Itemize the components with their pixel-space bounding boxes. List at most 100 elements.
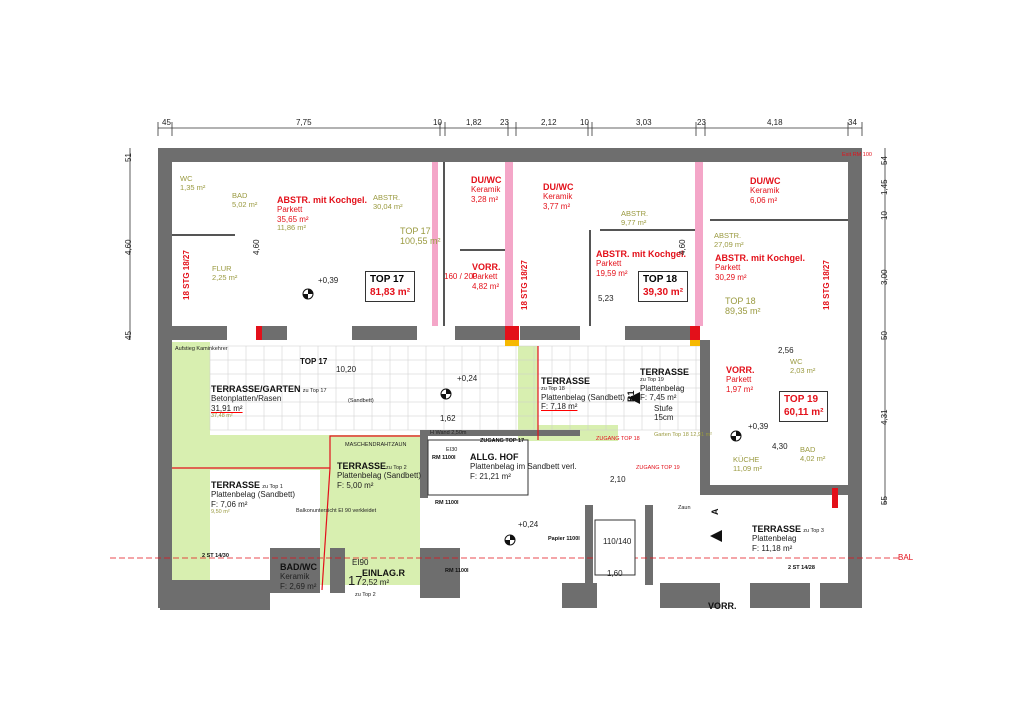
section-a-arrow [710,530,722,542]
dim-right: 4,31 [880,409,889,425]
room-abstr: ABSTR.9,77 m² [621,209,649,227]
bin-label: RM 1100l [435,500,459,506]
lift-shaft [594,519,636,576]
paper-bin-label: Papier 1100l [548,536,580,542]
property-lines [172,346,539,591]
dim-top: 1,82 [466,118,482,127]
dim-top: 23 [697,118,706,127]
room-abstr: ABSTR.27,09 m² [714,231,744,249]
dim-right: 55 [880,496,889,505]
top-dimension-ticks [157,122,863,136]
vorr-label: VORR. [708,601,737,611]
stairs-label: 2 ST 14/30 [202,553,229,559]
dim-right: 3,00 [880,269,889,285]
stair-label: 18 STG 18/27 [822,260,831,310]
dim-label: 10,20 [336,365,357,374]
dim-label: 2,10 [610,475,626,484]
garden-top18: Garten Top 18 12,91 m² [654,432,712,438]
bin-room [427,439,529,496]
dim-left: 45 [124,331,133,340]
partitions [172,162,848,326]
dim-top: 10 [433,118,442,127]
paving-grid [209,345,700,431]
access-top19: ZUGANG TOP 19 [636,465,680,471]
walls [158,148,862,610]
dim-top: 4,18 [767,118,783,127]
door-label: 160 / 200 [444,272,478,281]
dim-top: 7,75 [296,118,312,127]
dim-right: 54 [880,156,889,165]
dim-left: 51 [124,153,133,162]
balcony-note: Balkonuntersicht EI 90 verkleidet [296,508,377,514]
stair-label: 18 STG 18/27 [520,260,529,310]
chimney-label: Aufstieg Kaminkehrer [175,346,228,352]
dim-top: 23 [500,118,509,127]
dim-top: 3,03 [636,118,652,127]
storage-number: 17 [348,573,363,588]
section-b-label: B1 [626,390,636,402]
dim-top: 34 [848,118,857,127]
dim-label: 1,62 [440,414,456,423]
dim-label: 4,60 [678,239,687,255]
dim-label: 2,56 [778,346,794,355]
exit-label: Exit RM 100 [842,152,872,158]
dim-top: 45 [162,118,171,127]
access-top18: ZUGANG TOP 18 [596,436,640,442]
level-label: +0,24 [518,520,539,529]
dim-top: 2,12 [541,118,557,127]
stair-label: 18 STG 18/27 [182,250,191,300]
dim-label: 5,23 [598,294,614,303]
ei30-label: EI30 [446,447,458,453]
room-abstr: ABSTR.30,04 m² [373,193,403,211]
ei90-label: EI90 [352,558,369,567]
lift-label: 110/140 [603,537,632,546]
storage-sub: zu Top 2 [355,592,376,598]
dim-top: 10 [580,118,589,127]
wall-height-label: H Wand 2,50m [430,430,467,436]
sandbed-note: (Sandbett) [348,398,374,404]
level-markers [302,288,742,546]
dim-label: 1,60 [607,569,623,578]
dim-right: 10 [880,211,889,220]
top17-outdoor-label: TOP 17 [300,357,328,366]
section-a-label: A [710,508,720,516]
dim-right: 1,45 [880,179,889,195]
dim-label: 4,60 [252,239,261,255]
level-label: +0,39 [318,276,339,285]
balcony-line-label: BAL [898,553,914,562]
dim-left: 4,60 [124,239,133,255]
bin-label: RM 1100l [445,568,469,574]
level-label: +0,24 [457,374,478,383]
access-top17: ZUGANG TOP 17 [480,438,525,444]
stairs-label: 2 ST 14/28 [788,565,815,571]
pink-walls [432,162,703,326]
fence-label: Zaun [678,505,691,511]
